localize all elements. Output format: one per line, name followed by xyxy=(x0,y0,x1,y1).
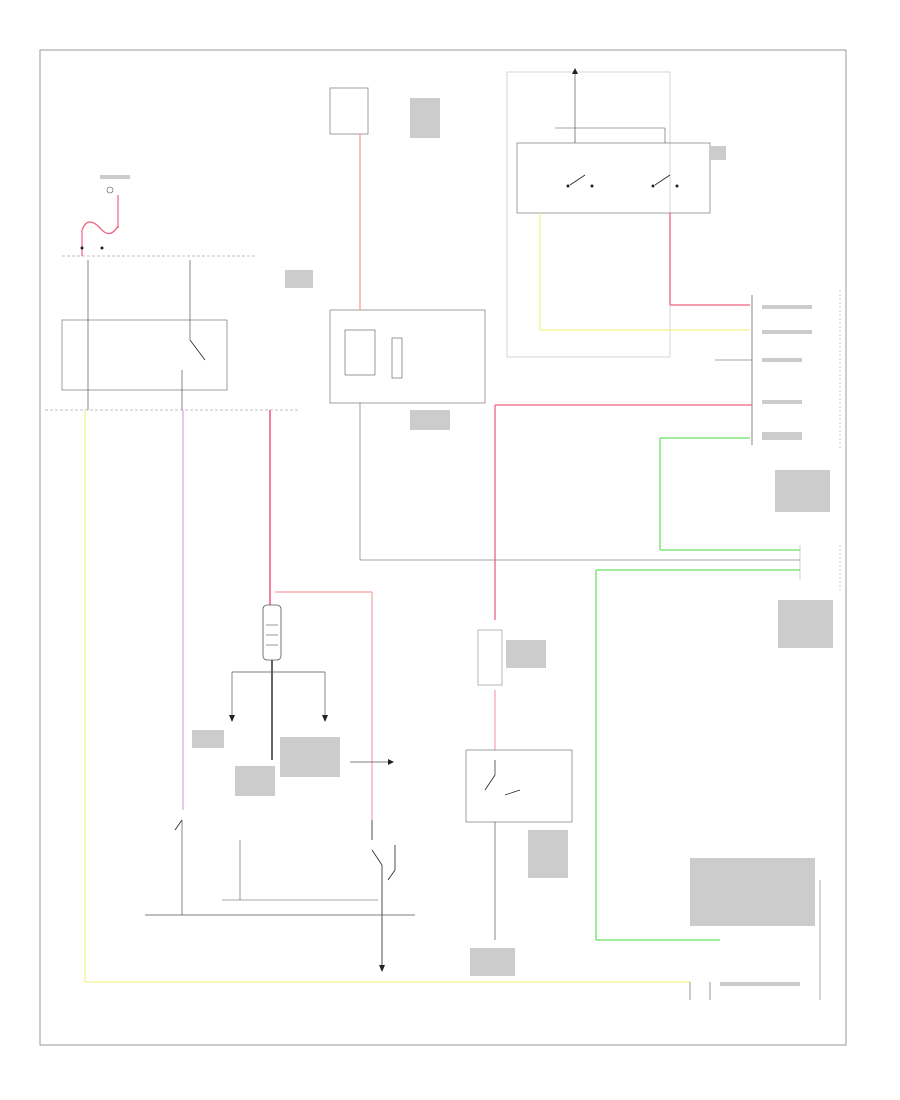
green-wires xyxy=(595,437,800,941)
ecm-connector-rail xyxy=(715,290,841,1000)
underhood-fuse-block xyxy=(45,186,300,411)
left-wires xyxy=(84,410,711,1000)
starter xyxy=(350,759,396,972)
label-marks xyxy=(100,98,833,986)
battery xyxy=(229,604,328,760)
instrument-panel-cluster xyxy=(329,87,800,561)
ignition-switch xyxy=(506,68,750,358)
page-frame xyxy=(39,49,847,1046)
ground-bus xyxy=(145,819,415,916)
red-wires xyxy=(269,404,752,820)
clutch-pedal-switch xyxy=(465,629,573,940)
